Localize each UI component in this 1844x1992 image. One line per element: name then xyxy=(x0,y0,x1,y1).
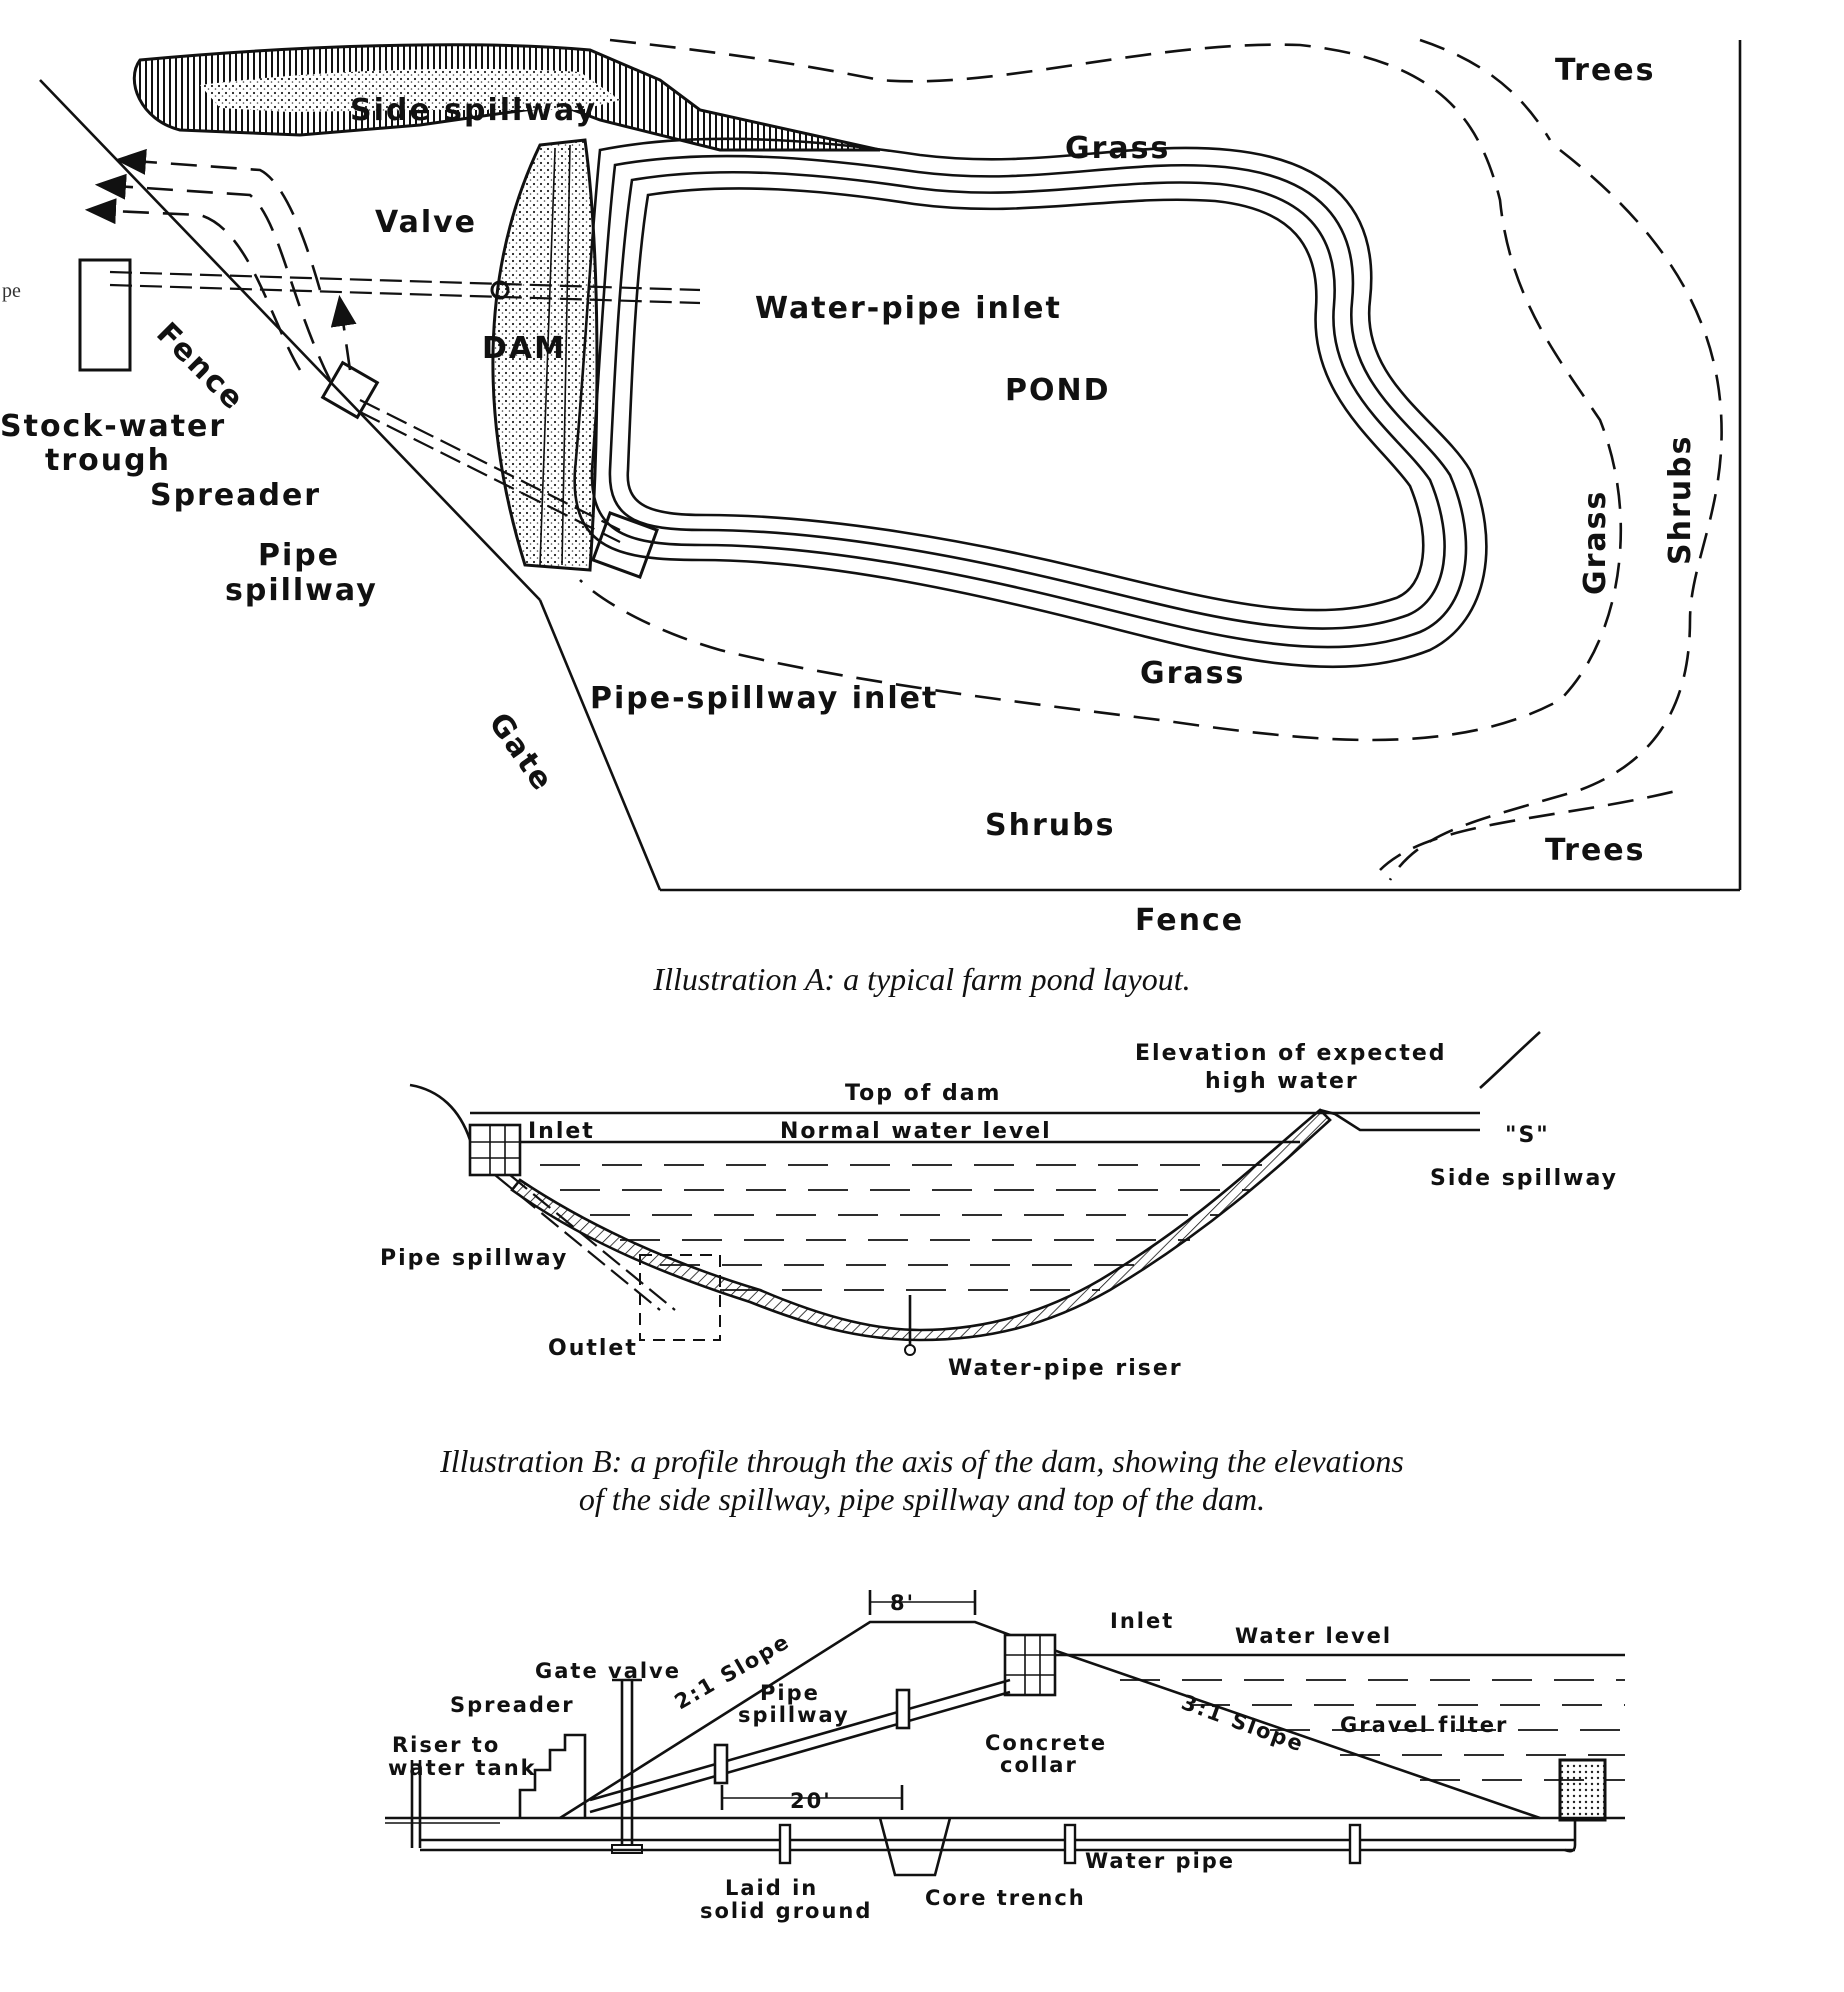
water-lines-c xyxy=(1120,1679,1625,1781)
label-pipe-spillway-1: Pipe xyxy=(760,1681,820,1705)
label-water-pipe-riser: Water-pipe riser xyxy=(948,1356,1183,1381)
label-concrete-collar-1: Concrete xyxy=(985,1731,1107,1755)
inlet-tower xyxy=(1003,1633,1057,1697)
pond-contours xyxy=(573,137,1488,669)
label-gate-valve: Gate valve xyxy=(535,1659,681,1683)
label-shrubs-bottom: Shrubs xyxy=(985,808,1115,843)
label-side-spillway: Side spillway xyxy=(1430,1166,1618,1191)
label-outlet: Outlet xyxy=(548,1336,638,1361)
label-pipe-fragment: pe xyxy=(2,280,21,302)
label-water-pipe: Water pipe xyxy=(1085,1849,1235,1873)
label-inlet: Inlet xyxy=(528,1119,595,1144)
dam-body xyxy=(491,138,599,572)
label-dam: DAM xyxy=(482,331,566,366)
outlet-box xyxy=(639,1254,721,1341)
pipe-spillway-inlet-box xyxy=(591,511,659,579)
caption-b-line-2: of the side spillway, pipe spillway and … xyxy=(578,1481,1266,1517)
label-fence-left: Fence xyxy=(149,316,251,418)
label-laid-2: solid ground xyxy=(700,1899,872,1923)
label-laid-1: Laid in xyxy=(725,1876,818,1900)
label-water-pipe-inlet: Water-pipe inlet xyxy=(755,291,1062,326)
illustration-b-dam-profile: Elevation of expected high water Top of … xyxy=(380,1031,1618,1381)
label-slope-3-1: 3:1 Slope xyxy=(1178,1690,1307,1757)
gravel-filter xyxy=(1558,1758,1607,1822)
stock-water-trough xyxy=(78,258,132,372)
label-normal-water-level: Normal water level xyxy=(780,1119,1052,1144)
label-spreader: Spreader xyxy=(450,1693,575,1717)
label-valve: Valve xyxy=(375,205,477,240)
label-inlet: Inlet xyxy=(1110,1609,1174,1633)
label-gate: Gate xyxy=(481,707,560,799)
label-dist-20: 20' xyxy=(790,1789,832,1813)
ground-profile xyxy=(510,1108,1332,1342)
dam-embankment xyxy=(559,1620,1541,1820)
label-side-spillway: Side spillway xyxy=(350,93,597,128)
label-riser-1: Riser to xyxy=(392,1733,500,1757)
label-stock-water-1: Stock-water xyxy=(0,409,226,444)
label-grass-bottom: Grass xyxy=(1140,656,1245,691)
label-pipe-spillway-inlet: Pipe-spillway inlet xyxy=(590,681,938,716)
caption-b-line-1: Illustration B: a profile through the ax… xyxy=(440,1443,1404,1479)
spreader-steps xyxy=(518,1733,587,1818)
label-pipe-spillway-2: spillway xyxy=(738,1703,850,1727)
illustration-c-dam-cross-section: 8' Inlet Water level Gate valve 2:1 Slop… xyxy=(385,1590,1625,1923)
label-pipe-spillway: Pipe spillway xyxy=(380,1246,568,1271)
caption-a: Illustration A: a typical farm pond layo… xyxy=(653,961,1191,997)
valve-symbol xyxy=(490,280,510,300)
label-pipe-spillway-1: Pipe xyxy=(258,538,340,573)
label-core-trench: Core trench xyxy=(925,1886,1086,1910)
label-elevation-1: Elevation of expected xyxy=(1135,1041,1447,1066)
caption-b: Illustration B: a profile through the ax… xyxy=(0,1442,1844,1518)
label-trees-bottom: Trees xyxy=(1545,833,1646,868)
label-grass-right: Grass xyxy=(1578,490,1613,595)
core-trench xyxy=(878,1817,952,1877)
label-grass-top: Grass xyxy=(1065,131,1170,166)
label-pipe-spillway-2: spillway xyxy=(225,573,378,608)
label-stock-water-2: trough xyxy=(45,443,171,478)
inlet-block xyxy=(468,1123,522,1177)
label-pond: POND xyxy=(1005,373,1111,408)
label-spreader: Spreader xyxy=(150,478,321,513)
label-top-width: 8' xyxy=(890,1591,915,1615)
label-riser-2: water tank xyxy=(388,1756,537,1780)
label-elevation-2: high water xyxy=(1205,1069,1359,1094)
label-top-of-dam: Top of dam xyxy=(845,1081,1001,1106)
label-concrete-collar-2: collar xyxy=(1000,1753,1078,1777)
water-dashes xyxy=(540,1164,1280,1291)
illustration-a-pond-layout: Trees Side spillway Grass Valve Water-pi… xyxy=(0,38,1742,938)
label-s-mark: "S" xyxy=(1505,1123,1550,1148)
label-gravel-filter: Gravel filter xyxy=(1340,1713,1508,1737)
label-trees-top: Trees xyxy=(1555,53,1656,88)
label-shrubs-right: Shrubs xyxy=(1663,435,1698,565)
label-fence-bottom: Fence xyxy=(1135,903,1244,938)
spreader-box xyxy=(320,360,380,420)
label-water-level: Water level xyxy=(1235,1624,1392,1648)
